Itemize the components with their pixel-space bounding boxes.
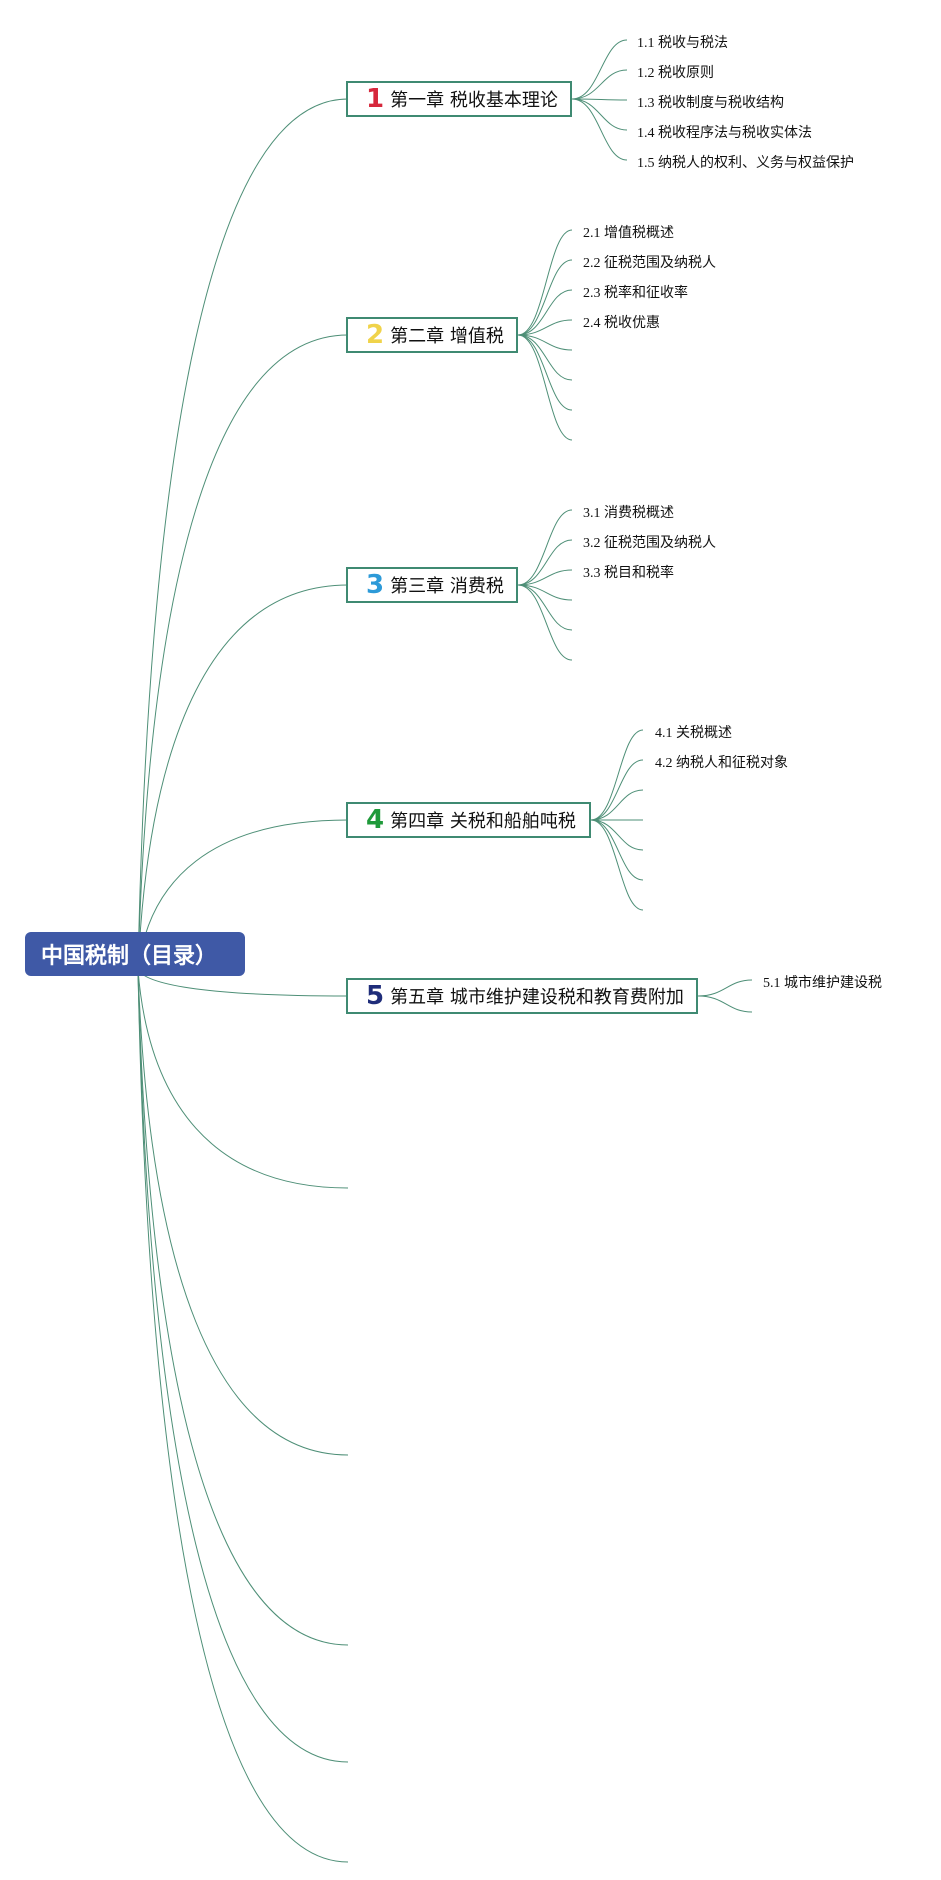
chapter-node-4[interactable]: 4 第四章 关税和船舶吨税 [346, 802, 591, 838]
chapter-2-branch-4 [517, 319, 573, 336]
chapter-3-branch-3 [517, 569, 573, 586]
root-branch-6 [137, 969, 349, 1189]
chapter-3-branch-6 [517, 584, 573, 661]
chapter-3-branch-4 [517, 584, 573, 601]
root-branch-8 [137, 969, 349, 1646]
root-branch-10 [137, 969, 349, 1863]
chapter-2-branch-3 [517, 289, 573, 336]
root-node[interactable]: 中国税制（目录） [25, 932, 245, 976]
chapter-2-branch-5 [517, 334, 573, 351]
chapter-label-4: 第四章 关税和船舶吨税 [390, 811, 576, 832]
chapter-4-branch-6 [590, 819, 644, 881]
chapter-number-3: 3 [366, 570, 385, 600]
chapter-number-1: 1 [366, 84, 385, 114]
chapter-5-branch-1 [697, 979, 753, 997]
root-branch-3 [137, 584, 349, 971]
root-branch-2 [137, 334, 349, 971]
chapter-1-branch-5 [571, 98, 628, 161]
chapter-2-branch-7 [517, 334, 573, 411]
chapter-1-branch-2 [571, 69, 628, 100]
chapter-node-3[interactable]: 3 第三章 消费税 [346, 567, 518, 603]
chapter-3-branch-2 [517, 539, 573, 586]
chapter-2-branch-1 [517, 229, 573, 336]
chapter-2-branch-8 [517, 334, 573, 441]
topic-2-3[interactable]: 2.3 税率和征收率 [583, 286, 688, 301]
topic-1-3[interactable]: 1.3 税收制度与税收结构 [637, 96, 784, 111]
root-branch-1 [137, 98, 349, 971]
topic-2-1[interactable]: 2.1 增值税概述 [583, 226, 674, 241]
chapter-1-branch-3 [571, 98, 628, 101]
chapter-3-branch-5 [517, 584, 573, 631]
chapter-label-3: 第三章 消费税 [390, 576, 504, 597]
chapter-4-branch-1 [590, 729, 644, 821]
chapter-node-1[interactable]: 1 第一章 税收基本理论 [346, 81, 572, 117]
topic-1-1[interactable]: 1.1 税收与税法 [637, 36, 728, 51]
root-branch-7 [137, 969, 349, 1456]
chapter-3-branch-1 [517, 509, 573, 586]
chapter-5-branch-2 [697, 995, 753, 1013]
chapter-number-4: 4 [366, 805, 385, 835]
chapter-label-2: 第二章 增值税 [390, 326, 504, 347]
topic-5-1[interactable]: 5.1 城市维护建设税 [763, 976, 882, 991]
chapter-4-branch-7 [590, 819, 644, 911]
chapter-number-2: 2 [366, 320, 385, 350]
topic-1-5[interactable]: 1.5 纳税人的权利、义务与权益保护 [637, 156, 854, 171]
topic-3-2[interactable]: 3.2 征税范围及纳税人 [583, 536, 716, 551]
chapter-4-branch-3 [590, 789, 644, 821]
chapter-node-5[interactable]: 5 第五章 城市维护建设税和教育费附加 [346, 978, 698, 1014]
topic-3-1[interactable]: 3.1 消费税概述 [583, 506, 674, 521]
topic-4-1[interactable]: 4.1 关税概述 [655, 726, 732, 741]
chapter-2-branch-2 [517, 259, 573, 336]
topic-2-2[interactable]: 2.2 征税范围及纳税人 [583, 256, 716, 271]
chapter-label-5: 第五章 城市维护建设税和教育费附加 [390, 987, 684, 1008]
chapter-2-branch-6 [517, 334, 573, 381]
chapter-1-branch-1 [571, 39, 628, 100]
chapter-label-1: 第一章 税收基本理论 [390, 90, 558, 111]
topic-3-3[interactable]: 3.3 税目和税率 [583, 566, 674, 581]
topic-4-2[interactable]: 4.2 纳税人和征税对象 [655, 756, 788, 771]
chapter-1-branch-4 [571, 98, 628, 131]
topic-1-2[interactable]: 1.2 税收原则 [637, 66, 714, 81]
topic-1-4[interactable]: 1.4 税收程序法与税收实体法 [637, 126, 812, 141]
chapter-node-2[interactable]: 2 第二章 增值税 [346, 317, 518, 353]
root-label: 中国税制（目录） [41, 944, 218, 969]
root-branch-9 [137, 969, 349, 1763]
chapter-4-branch-5 [590, 819, 644, 851]
chapter-4-branch-2 [590, 759, 644, 821]
chapter-number-5: 5 [366, 981, 385, 1011]
topic-2-4[interactable]: 2.4 税收优惠 [583, 316, 660, 331]
